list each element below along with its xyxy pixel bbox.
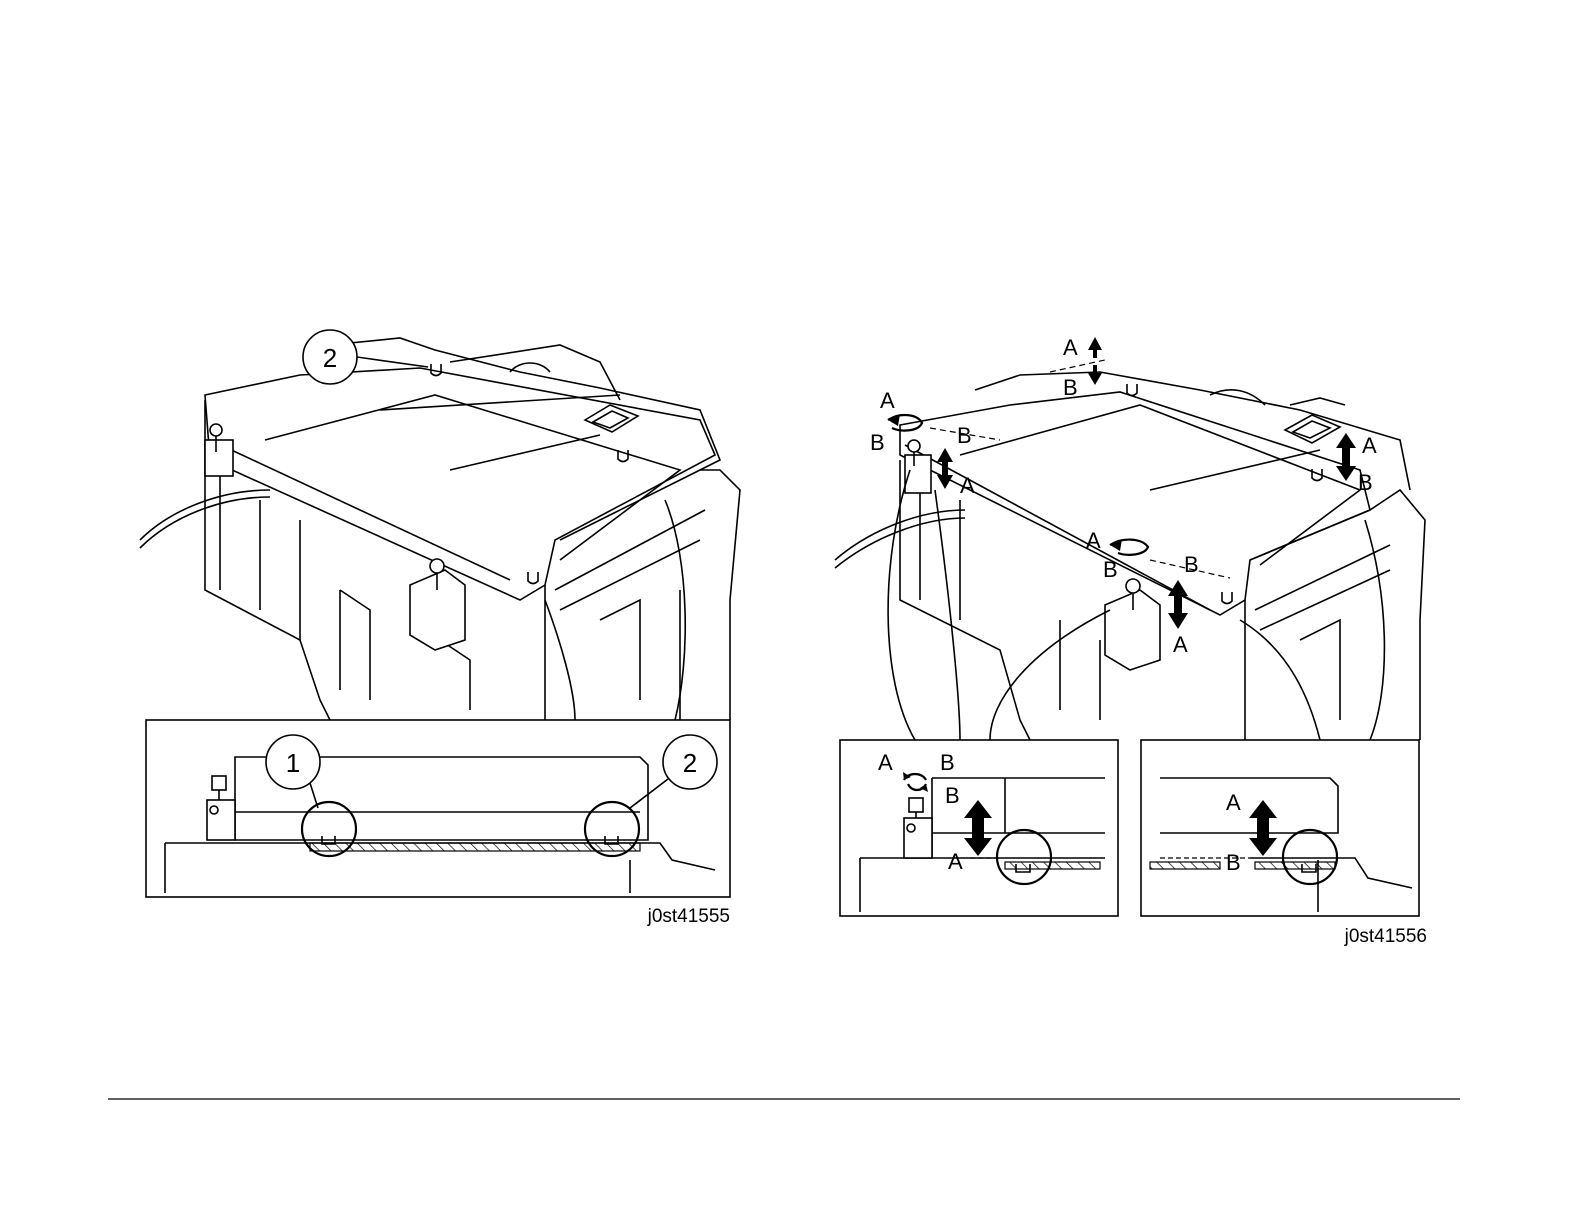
label-a-center: A xyxy=(1086,528,1101,553)
detail1-label-a: A xyxy=(878,750,893,775)
detail1-label-b: B xyxy=(940,750,955,775)
callout-2-top-number: 2 xyxy=(323,343,337,373)
detail-box-right-2: A B xyxy=(1141,740,1419,916)
small-hinge-detail-r xyxy=(904,798,932,858)
hinge-front-left-r xyxy=(1105,579,1160,670)
callout-1-stopper: 1 xyxy=(266,735,320,808)
figure-id-right: j0st41556 xyxy=(1344,926,1427,947)
callout-2-bottom-number: 2 xyxy=(683,748,697,778)
hinge-front-left xyxy=(410,559,465,650)
double-arrow-detail1-icon xyxy=(964,800,992,856)
callout-1-number: 1 xyxy=(286,748,300,778)
machine-illustration-left xyxy=(140,338,740,720)
label-b-right: B xyxy=(1358,470,1373,495)
label-b-rot-left: B xyxy=(870,430,885,455)
small-hinge-detail xyxy=(207,776,235,840)
label-b-center: B xyxy=(1103,557,1118,582)
arrow-down-small-icon xyxy=(1088,365,1102,385)
figure-right: A B A B B A A B A B xyxy=(835,335,1427,947)
figure-id-left: j0st41555 xyxy=(647,906,730,927)
detail1-label-a-2: A xyxy=(948,849,963,874)
label-a-front: A xyxy=(1173,632,1188,657)
detail-box-left xyxy=(146,720,730,897)
detail-box-right-1: A B B A xyxy=(840,740,1118,916)
callout-2-stopper: 2 xyxy=(630,735,717,808)
double-arrow-detail2-icon xyxy=(1249,800,1277,856)
arrow-up-small-icon xyxy=(1088,337,1102,358)
label-b-center-right: B xyxy=(1184,552,1199,577)
detail2-label-a: A xyxy=(1226,790,1241,815)
label-b-left-2: B xyxy=(957,423,972,448)
label-a-right: A xyxy=(1362,433,1377,458)
figure-left: 2 1 xyxy=(140,330,740,927)
detail1-label-b-2: B xyxy=(945,783,960,808)
machine-illustration-right xyxy=(835,360,1425,740)
label-a-rot-left: A xyxy=(880,388,895,413)
label-a-top: A xyxy=(1063,335,1078,360)
detail2-label-b: B xyxy=(1226,850,1241,875)
label-b-top: B xyxy=(1063,375,1078,400)
label-a-left: A xyxy=(960,473,975,498)
